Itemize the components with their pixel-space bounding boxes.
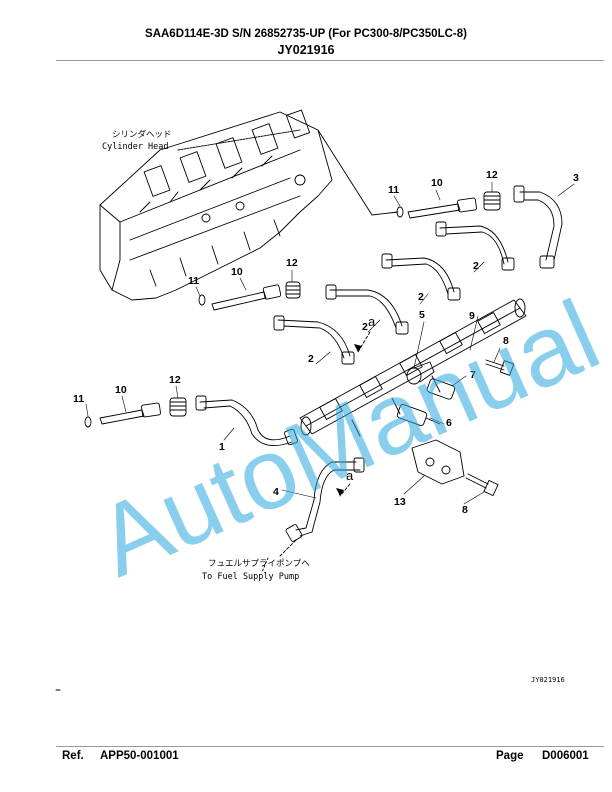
watermark: AutoManual (81, 279, 612, 598)
callout-12: 12 (486, 169, 498, 181)
callout-2: 2 (473, 260, 479, 272)
document-title: SAA6D114E-3D S/N 26852735-UP (For PC300-… (145, 28, 467, 40)
diagram-code: JY021916 (277, 43, 335, 57)
callout-10: 10 (231, 266, 243, 278)
callout-9: 9 (469, 310, 475, 322)
header-divider (56, 60, 604, 61)
callout-11: 11 (73, 393, 84, 405)
injector-connectors (99, 197, 477, 425)
ref-value: APP50-001001 (100, 750, 179, 762)
spring-nuts (169, 191, 501, 417)
cylinder-head-jp-label: シリンダヘッド (112, 129, 172, 140)
page-label: Page (496, 750, 524, 762)
o-ring (396, 206, 404, 218)
o-ring (84, 416, 92, 428)
callout-10: 10 (431, 177, 443, 189)
callout-6: 6 (446, 417, 452, 429)
callout-7: 7 (470, 369, 476, 381)
callout-1: 1 (219, 441, 225, 453)
callout-13: 13 (394, 496, 406, 508)
common-rail-drawing (299, 298, 527, 437)
page-value: D006001 (542, 750, 589, 762)
sensors (396, 361, 456, 426)
callout-10: 10 (115, 384, 127, 396)
image-code-label: JY021916 (531, 676, 565, 684)
callout-11: 11 (388, 184, 399, 196)
footer-divider (56, 746, 604, 747)
callout-2: 2 (418, 291, 424, 303)
reference-a-label: a (346, 468, 354, 483)
callout-2: 2 (308, 353, 314, 365)
callout-12: 12 (169, 374, 181, 386)
pipe-fittings (195, 185, 555, 542)
callout-12: 12 (286, 257, 298, 269)
callout-8: 8 (503, 335, 509, 347)
callout-8: 8 (462, 504, 468, 516)
callout-4: 4 (273, 486, 279, 498)
bolts (465, 359, 515, 497)
callout-11: 11 (188, 275, 199, 287)
fuel-pipes (199, 191, 563, 537)
callout-5: 5 (419, 309, 425, 321)
leader-lines (85, 181, 575, 505)
cylinder-head-drawing (99, 109, 333, 301)
ref-label: Ref. (62, 750, 84, 762)
leader-line (317, 129, 399, 216)
cylinder-head-label: Cylinder Head (102, 142, 169, 152)
callout-2: 2 (362, 321, 368, 333)
supply-pump-label: To Fuel Supply Pump (202, 572, 299, 582)
bracket (411, 439, 465, 485)
supply-pump-jp-label: フュエルサプライポンプへ (208, 559, 310, 569)
o-ring (198, 294, 206, 306)
callout-3: 3 (573, 172, 579, 184)
reference-a-label: a (368, 314, 376, 329)
